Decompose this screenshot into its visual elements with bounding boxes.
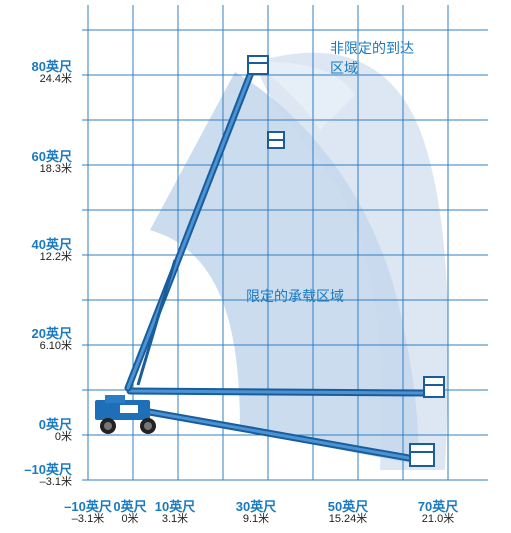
y-tick-minus10ft: –10英尺–3.1米 [24,462,72,488]
upper-reach-band [255,61,355,130]
lower-boom [106,401,435,467]
raised-boom [124,55,269,392]
restricted-load-zone [150,72,419,465]
lift-machine [95,395,156,434]
x-tick-minus10ft: –10英尺–3.1米 [64,499,112,525]
grid [82,5,488,481]
horizontal-boom [126,376,445,398]
restricted-zone-label: 限定的承载区域 [246,288,344,304]
floating-basket [267,131,285,149]
unrestricted-zone-label: 非限定的到达 区域 [330,40,414,76]
